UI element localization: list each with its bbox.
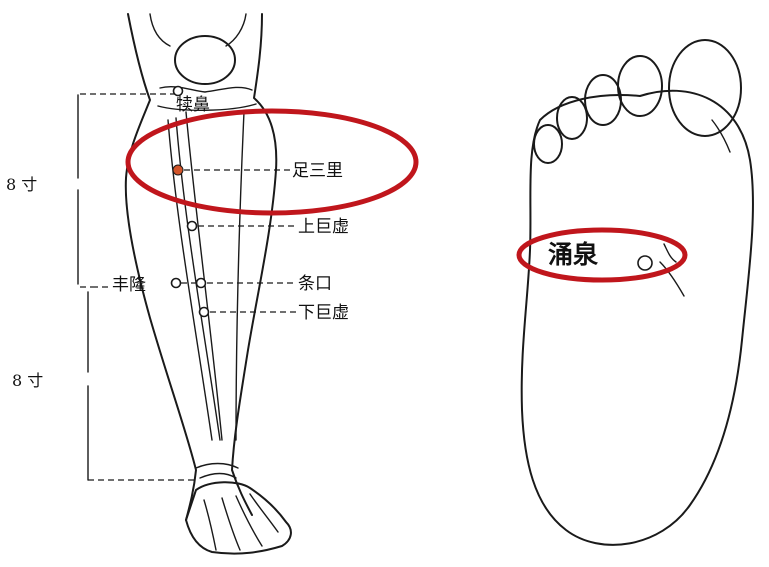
point-tiaokou — [197, 279, 206, 288]
label-fenglong: 丰隆 — [112, 275, 146, 295]
leg-points: 犊鼻 足三里 上巨虚 丰隆 条口 下巨虚 — [92, 87, 349, 324]
toe-fourth — [557, 97, 587, 139]
leg-foot — [186, 482, 291, 553]
toe-fifth — [534, 125, 562, 163]
toe-second — [618, 56, 662, 116]
measure-upper-label: 8 寸 — [6, 175, 37, 194]
leg-foot-bones — [204, 494, 278, 550]
femur-right — [226, 14, 246, 46]
measure-lower-label: 8 寸 — [12, 371, 43, 390]
foot-sole-drawing — [522, 40, 753, 545]
point-zusanli — [173, 165, 183, 175]
patella — [175, 36, 235, 84]
point-shangjuxu — [188, 222, 197, 231]
point-xiajuxu — [200, 308, 209, 317]
point-yongquan — [638, 256, 652, 270]
femur-left — [150, 14, 170, 46]
label-dubi: 犊鼻 — [176, 95, 210, 115]
toe-big — [669, 40, 741, 136]
label-tiaokou: 条口 — [298, 274, 332, 294]
tibia-right-edge — [236, 112, 244, 440]
label-xiajuxu: 下巨虚 — [298, 303, 349, 323]
label-yongquan: 涌泉 — [548, 240, 598, 269]
label-shangjuxu: 上巨虚 — [298, 217, 349, 237]
measure-bracket: 8 寸 8 寸 — [6, 94, 196, 480]
label-zusanli: 足三里 — [292, 161, 343, 181]
point-fenglong — [172, 279, 181, 288]
toe-third — [585, 75, 621, 125]
highlight-ring-yongquan — [519, 230, 685, 280]
